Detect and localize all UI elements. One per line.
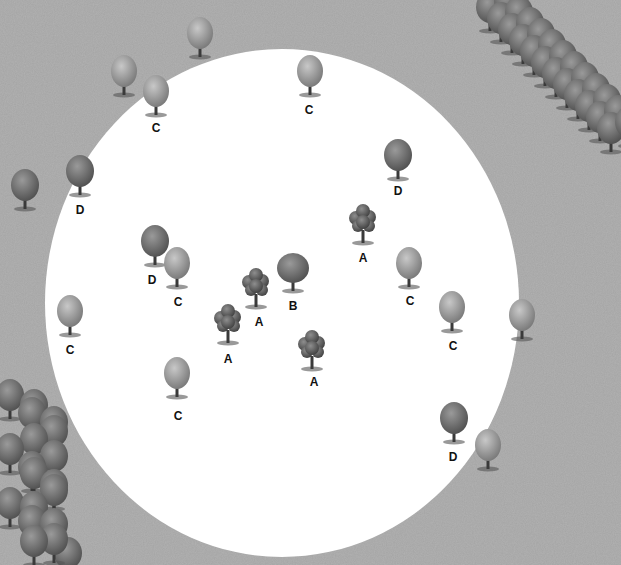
tree: [242, 268, 269, 310]
tree-label: A: [359, 252, 368, 265]
tree-label: D: [394, 185, 403, 198]
tree-label: C: [174, 296, 183, 309]
tree: [214, 304, 241, 346]
tree: [66, 155, 94, 198]
tree: [439, 291, 465, 334]
tree: [440, 402, 468, 445]
tree: [111, 55, 137, 98]
tree: [143, 75, 169, 118]
tree: [297, 55, 323, 98]
tree: [187, 17, 213, 60]
tree: [57, 295, 83, 338]
sample-circle: [45, 49, 519, 557]
tree-label: D: [76, 204, 85, 217]
tree: [615, 106, 621, 149]
tree-label: D: [148, 274, 157, 287]
tree: [298, 330, 325, 372]
tree-label: A: [255, 316, 264, 329]
tree-label: D: [449, 451, 458, 464]
tree-label: C: [66, 344, 75, 357]
tree: [164, 247, 190, 290]
tree-label: C: [174, 410, 183, 423]
tree-label: A: [310, 376, 319, 389]
tree-label: C: [406, 295, 415, 308]
tree-label: C: [449, 340, 458, 353]
tree: [384, 139, 412, 182]
tree: [509, 299, 535, 342]
tree-label: B: [289, 300, 298, 313]
tree-label: C: [152, 122, 161, 135]
tree: [396, 247, 422, 290]
tree: [20, 525, 48, 565]
tree: [164, 357, 190, 400]
tree: [349, 204, 376, 246]
tree-label: C: [305, 104, 314, 117]
tree-label: A: [224, 353, 233, 366]
tree: [11, 169, 39, 212]
tree: [475, 429, 501, 472]
tree: [277, 253, 309, 294]
